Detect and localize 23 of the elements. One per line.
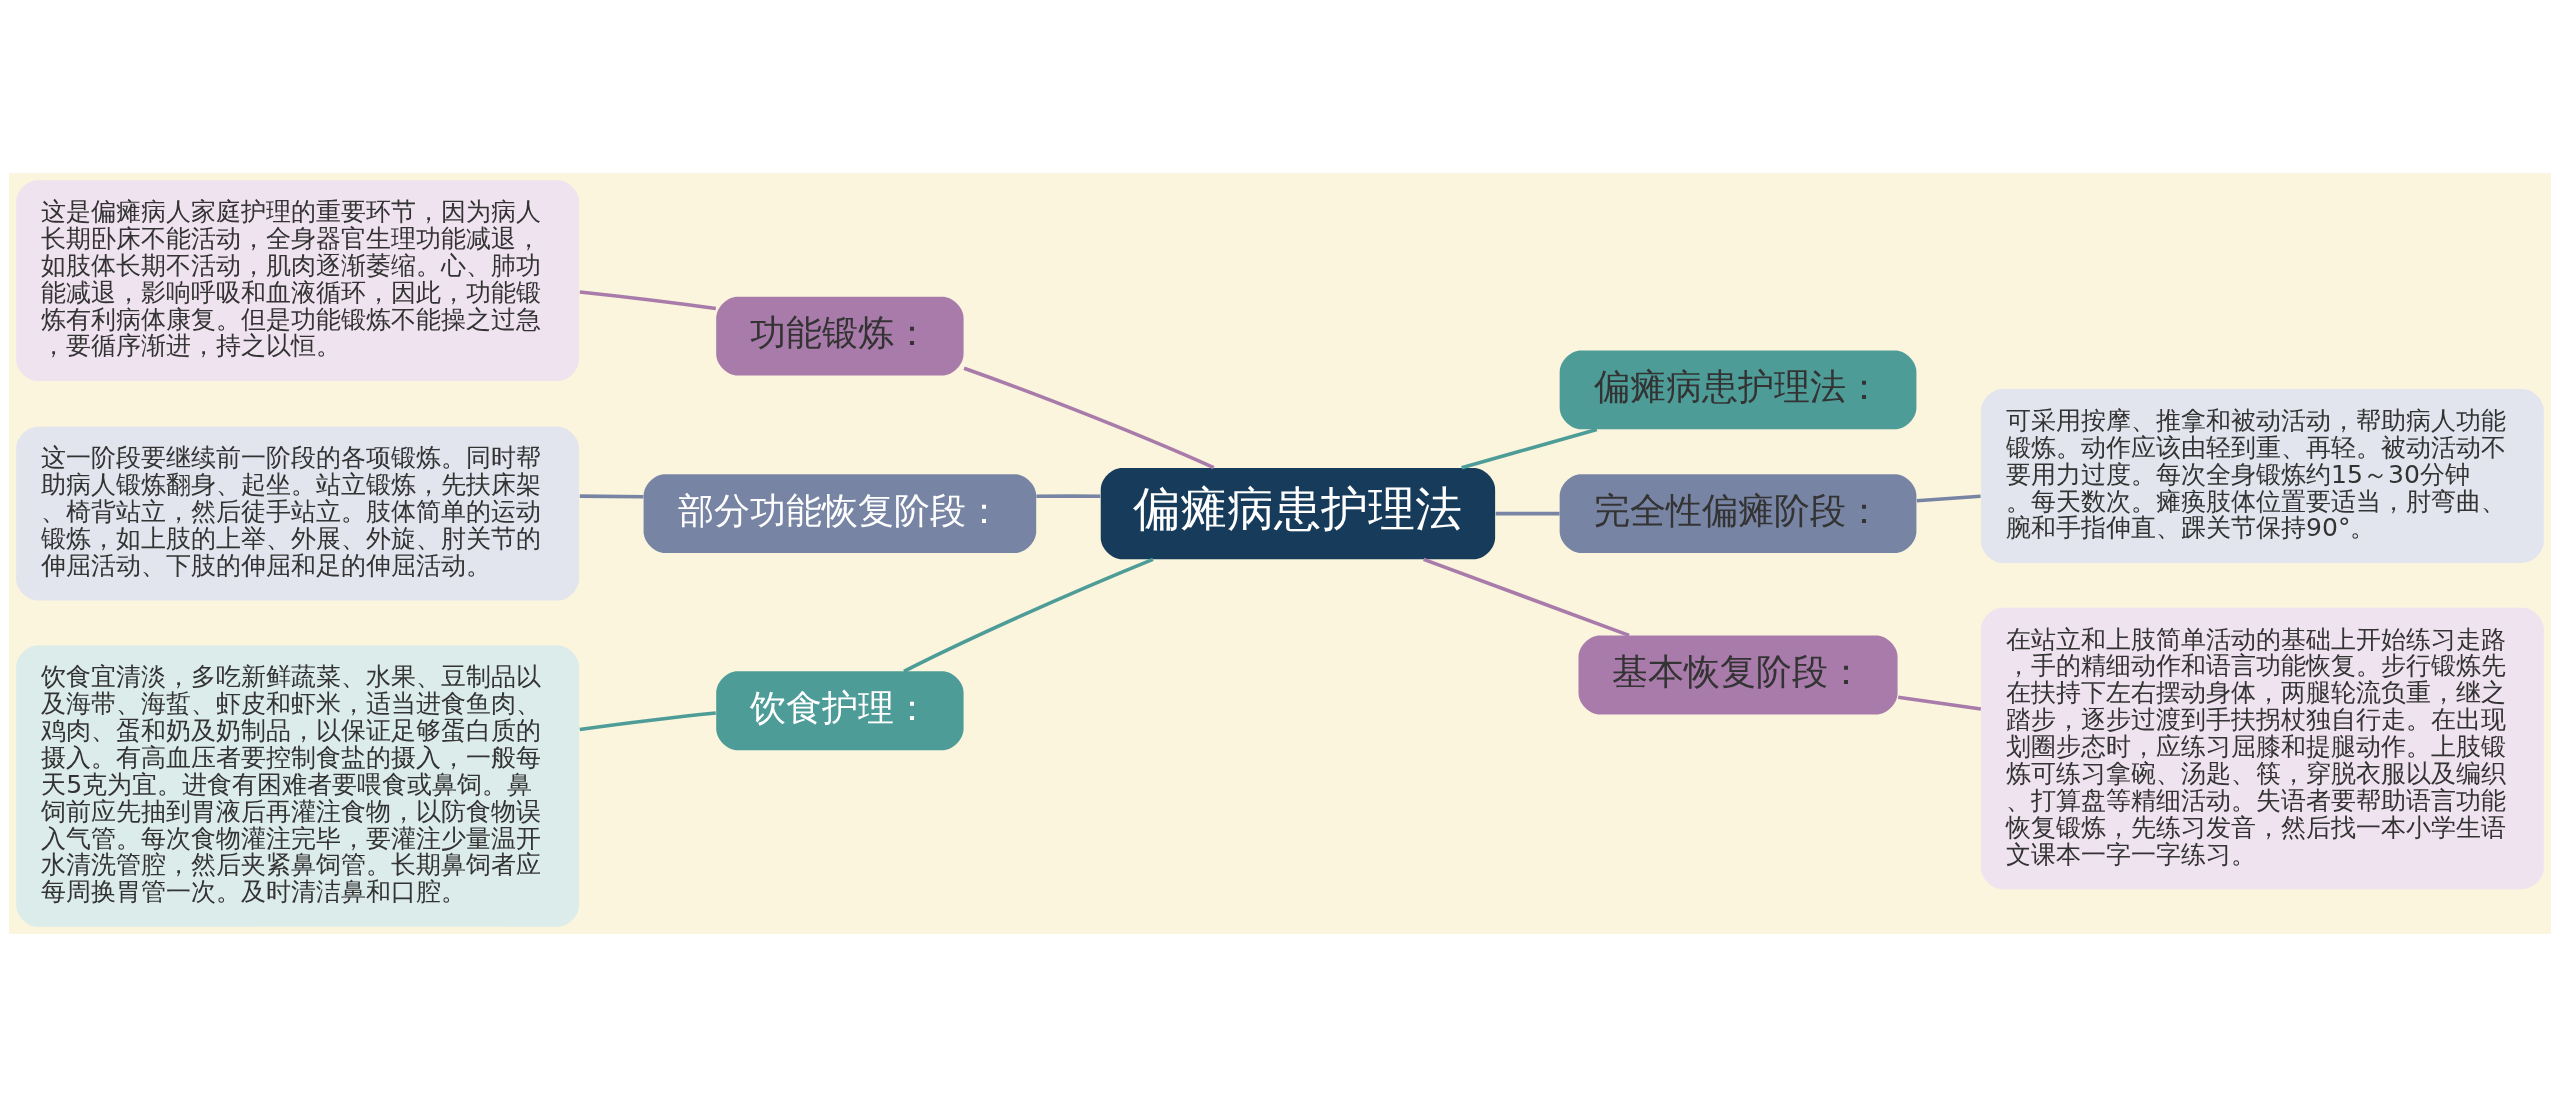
- node-box: 偏瘫病患护理法: [1100, 467, 1496, 560]
- connector: [1423, 557, 1630, 638]
- node-box: 饮食护理：: [716, 671, 964, 751]
- connector: [1897, 695, 1982, 711]
- node-box: 这一阶段要继续前一阶段的各项锻炼。同时帮助病人锻炼翻身、起坐。站立锻炼，先扶床架、椅背站立，然后徒手站立。肢体简单的运动锻炼，如上肢的上举、外展、外旋、肘关节的伸屈活动、下肢的伸屈和足的伸屈活动。: [16, 426, 580, 601]
- node-box: 部分功能恢复阶段：: [643, 474, 1037, 554]
- connector: [579, 494, 644, 499]
- node-box: 饮食宜清淡，多吃新鲜蔬菜、水果、豆制品以及海带、海蜇、虾皮和虾米，适当进食鱼肉、鸡肉、蛋和奶及奶制品，以保证足够蛋白质的摄入。有高血压者要控制食盐的摄入，一般每天5克为宜。进食有困难者要喂食或鼻饲。鼻饲前应先抽到胃液后再灌注食物，以防食物误入气管。每次食物灌注完毕，要灌注少量温开水清洗管腔，然后夹紧鼻饲管。长期鼻饲者应每周换胃管一次。及时清洁鼻和口腔。: [16, 645, 580, 927]
- connector: [1461, 427, 1598, 470]
- node-box: 功能锻炼：: [716, 296, 964, 376]
- node-box: 可采用按摩、推拿和被动活动，帮助病人功能锻炼。动作应该由轻到重、再轻。被动活动不要用力过度。每次全身锻炼约15～30分钟。每天数次。瘫痪肢体位置要适当，肘弯曲、腕和手指伸直、踝关节保持90°。: [1980, 389, 2544, 563]
- connector: [1495, 511, 1560, 516]
- connector: [579, 711, 716, 732]
- node-box: 这是偏瘫病人家庭护理的重要环节，因为病人长期卧床不能活动，全身器官生理功能减退，如肢体长期不活动，肌肉逐渐萎缩。心、肺功能减退，影响呼吸和血液循环，因此，功能锻炼有利病体康复。但是功能锻炼不能操之过急，要循序渐进，持之以恒。: [16, 180, 580, 381]
- connector: [579, 290, 717, 311]
- node-box: 完全性偏瘫阶段：: [1559, 474, 1917, 554]
- connector: [1036, 494, 1101, 499]
- node-box: 偏瘫病患护理法：: [1559, 350, 1917, 430]
- connector: [1916, 494, 1981, 503]
- connector: [963, 366, 1215, 470]
- connector: [903, 557, 1154, 673]
- node-box: 在站立和上肢简单活动的基础上开始练习走路，手的精细动作和语言功能恢复。步行锻炼先在扶持下左右摆动身体，两腿轮流负重，继之踏步，逐步过渡到手扶拐杖独自行走。在出现划圈步态时，应练习屈膝和提腿动作。上肢锻炼可练习拿碗、汤匙、筷，穿脱衣服以及编织、打算盘等精细活动。失语者要帮助语言功能恢复锻炼，先练习发音，然后找一本小学生语文课本一字一字练习。: [1980, 607, 2544, 890]
- node-box: 基本恢复阶段：: [1578, 635, 1898, 715]
